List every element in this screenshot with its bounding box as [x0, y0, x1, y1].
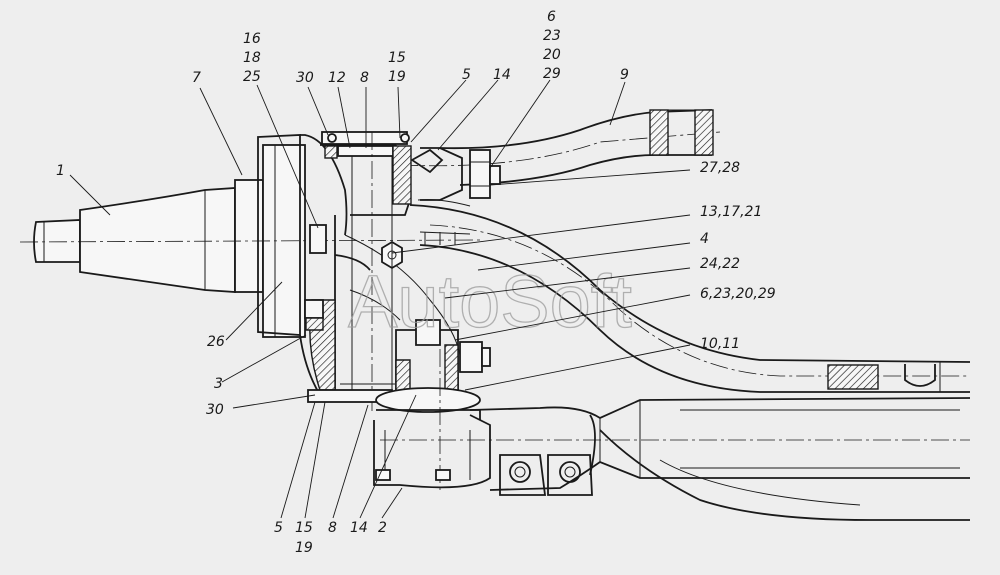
- callout-23-top: 23: [543, 28, 561, 44]
- spindle: [19, 134, 481, 338]
- callout-labels: 1 7 16 18 25 30 12 8 15 19 5 14 6 23 20 …: [56, 9, 776, 556]
- callout-19-bottom: 19: [295, 540, 313, 556]
- steering-arm: [399, 109, 721, 201]
- callout-25: 25: [243, 69, 261, 85]
- callout-19-top: 19: [388, 69, 406, 85]
- callout-14-bottom: 14: [350, 520, 368, 536]
- callout-6-23-20-29: 6,23,20,29: [700, 286, 776, 302]
- callout-9: 9: [620, 67, 629, 83]
- steering-rod: [409, 204, 971, 393]
- leader-lines: [69, 79, 691, 519]
- callout-30-bottom: 30: [206, 402, 224, 418]
- watermark-text: AutoSoft: [348, 260, 632, 343]
- callout-27-28: 27,28: [700, 160, 740, 176]
- callout-24-22: 24,22: [700, 256, 740, 272]
- callout-7: 7: [192, 70, 201, 86]
- callout-4: 4: [700, 231, 709, 247]
- callout-6-top: 6: [547, 9, 556, 25]
- callout-18: 18: [243, 50, 261, 66]
- callout-20-top: 20: [543, 47, 561, 63]
- callout-1: 1: [56, 163, 65, 179]
- callout-16: 16: [243, 31, 261, 47]
- axle-beam: [380, 397, 971, 521]
- callout-14-top: 14: [493, 67, 511, 83]
- callout-13-17-21: 13,17,21: [700, 204, 762, 220]
- callout-5-top: 5: [462, 67, 471, 83]
- callout-12: 12: [328, 70, 346, 86]
- callout-10-11: 10,11: [700, 336, 740, 352]
- callout-2: 2: [378, 520, 387, 536]
- callout-8-top: 8: [360, 70, 369, 86]
- callout-29-top: 29: [543, 66, 561, 82]
- callout-3: 3: [214, 376, 223, 392]
- callout-8-bottom: 8: [328, 520, 337, 536]
- kingpin: [304, 131, 444, 415]
- callout-15-top: 15: [388, 50, 406, 66]
- callout-5-bottom: 5: [274, 520, 283, 536]
- callout-15-bottom: 15: [295, 520, 313, 536]
- callout-30-top: 30: [296, 70, 314, 86]
- callout-26: 26: [207, 334, 225, 350]
- tie-rod-end: [373, 319, 491, 490]
